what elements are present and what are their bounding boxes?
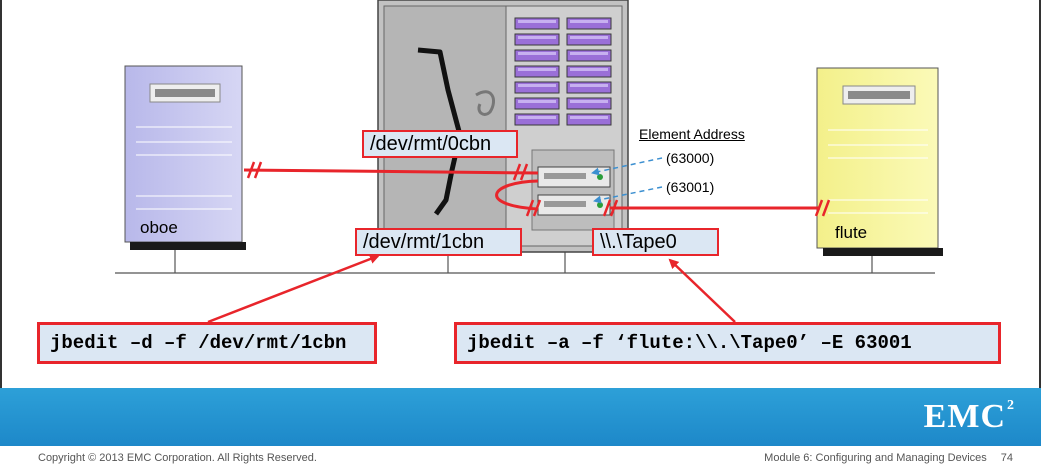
media-slot-highlight bbox=[518, 36, 556, 39]
media-slot-highlight bbox=[570, 52, 608, 55]
device-path-rmt1: /dev/rmt/1cbn bbox=[355, 228, 522, 256]
media-slot-highlight bbox=[570, 68, 608, 71]
tape-drive-1-icon bbox=[537, 166, 611, 188]
media-slot-highlight bbox=[570, 36, 608, 39]
media-slot bbox=[566, 65, 612, 78]
media-slot-highlight bbox=[570, 100, 608, 103]
cable-break-marks bbox=[246, 161, 831, 217]
media-slot-highlight bbox=[518, 20, 556, 23]
media-slot-highlight bbox=[518, 68, 556, 71]
device-path-tape0: \\.\Tape0 bbox=[592, 228, 719, 256]
right-border bbox=[1039, 0, 1041, 388]
copyright-text: Copyright © 2013 EMC Corporation. All Ri… bbox=[38, 452, 317, 464]
module-title: Module 6: Configuring and Managing Devic… bbox=[764, 452, 987, 464]
media-slot-highlight bbox=[518, 84, 556, 87]
media-slot bbox=[514, 113, 560, 126]
media-slot bbox=[566, 81, 612, 94]
flute-server-icon bbox=[816, 67, 943, 256]
media-slot bbox=[514, 65, 560, 78]
media-slot-highlight bbox=[518, 116, 556, 119]
page-number: 74 bbox=[1000, 452, 1013, 464]
media-slot bbox=[514, 97, 560, 110]
media-slot bbox=[514, 81, 560, 94]
media-slot bbox=[514, 49, 560, 62]
media-slot bbox=[566, 113, 612, 126]
element-address-63000: (63000) bbox=[666, 150, 715, 166]
jbedit-add-command: jbedit –a –f ‘flute:\\.\Tape0’ –E 63001 bbox=[454, 322, 1001, 364]
media-slot bbox=[566, 33, 612, 46]
media-slot-highlight bbox=[570, 20, 608, 23]
oboe-server-icon bbox=[124, 65, 246, 250]
jbedit-delete-command: jbedit –d –f /dev/rmt/1cbn bbox=[37, 322, 377, 364]
media-slot-highlight bbox=[570, 84, 608, 87]
element-address-heading: Element Address bbox=[639, 126, 745, 142]
command-arrows bbox=[207, 254, 736, 324]
device-path-rmt0: /dev/rmt/0cbn bbox=[362, 130, 518, 158]
media-slot bbox=[566, 49, 612, 62]
media-slot bbox=[514, 33, 560, 46]
scsi-connections bbox=[243, 168, 820, 211]
module-footer: Module 6: Configuring and Managing Devic… bbox=[764, 452, 1013, 464]
left-border bbox=[0, 0, 2, 388]
media-slot-highlight bbox=[570, 116, 608, 119]
media-slot-highlight bbox=[518, 100, 556, 103]
media-slot bbox=[514, 17, 560, 30]
tape-library-icon bbox=[377, 0, 629, 253]
footer-band bbox=[0, 388, 1041, 446]
tape-drive-2-icon bbox=[537, 194, 611, 216]
library-diagram bbox=[115, 0, 943, 324]
oboe-host-label: oboe bbox=[140, 218, 178, 237]
element-address-63001: (63001) bbox=[666, 179, 715, 195]
flute-host-label: flute bbox=[835, 223, 868, 242]
media-slot bbox=[566, 97, 612, 110]
emc-logo: EMC2 bbox=[923, 398, 1015, 435]
element-address-pointers bbox=[591, 157, 663, 204]
media-slot-highlight bbox=[518, 52, 556, 55]
media-slot bbox=[566, 17, 612, 30]
